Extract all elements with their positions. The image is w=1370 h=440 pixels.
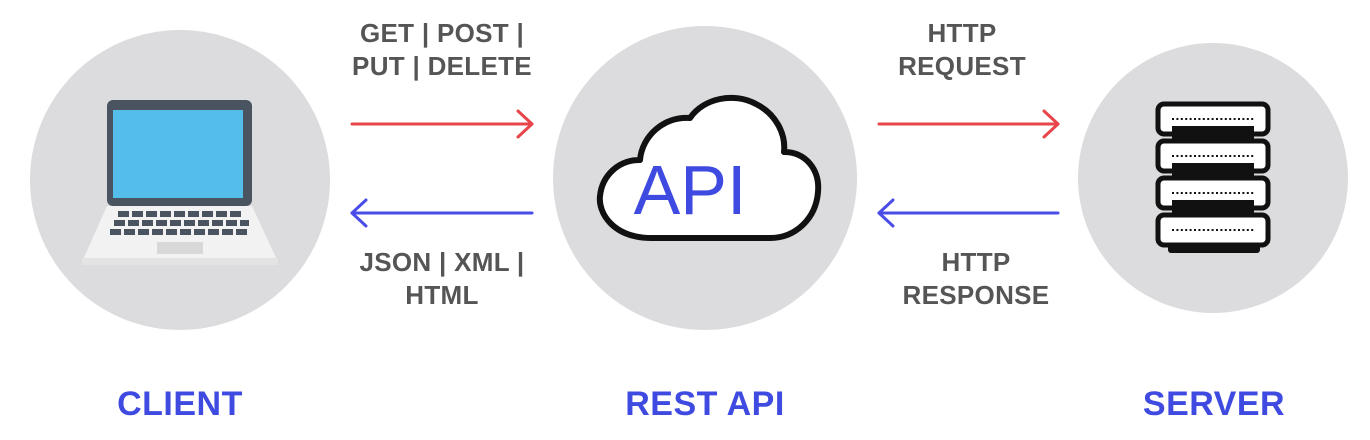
cloud-api-text: API [634, 151, 747, 229]
edge-label-line: HTML [405, 280, 479, 310]
node-label-client: CLIENT [117, 385, 243, 423]
edge-label-line: REQUEST [898, 51, 1026, 81]
arrow-client-to-api [350, 109, 534, 139]
edge-label-client-to-api: GET | POST | PUT | DELETE [332, 17, 552, 83]
edge-label-line: HTTP [927, 18, 997, 48]
arrow-server-to-api [877, 198, 1060, 228]
edge-label-server-to-api: HTTP RESPONSE [876, 246, 1076, 312]
laptop-icon [82, 100, 278, 265]
node-label-rest-api: REST API [625, 385, 785, 423]
server-rack-icon [1155, 101, 1271, 253]
edge-label-api-to-server: HTTP REQUEST [862, 17, 1062, 83]
edge-label-api-to-client: JSON | XML | HTML [332, 246, 552, 312]
arrow-api-to-client [350, 198, 534, 228]
edge-label-line: GET | POST | [359, 18, 525, 48]
node-label-server: SERVER [1142, 385, 1286, 423]
edge-label-line: PUT | DELETE [352, 51, 532, 81]
edge-label-line: RESPONSE [902, 280, 1050, 310]
cloud-icon: API [596, 94, 822, 241]
edge-label-line: HTTP [941, 247, 1011, 277]
edge-label-line: JSON | XML | [359, 247, 525, 277]
arrow-api-to-server [877, 109, 1060, 139]
